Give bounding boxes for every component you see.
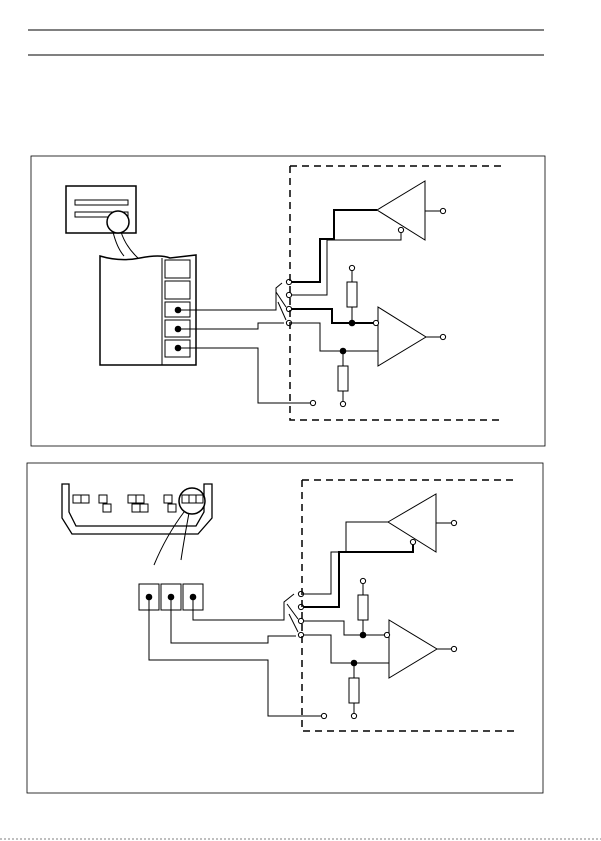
figure-2-resistor-bottom [349, 660, 359, 719]
plug-icon [66, 186, 138, 258]
figure-2 [27, 463, 543, 793]
figure-2-resistor-top [358, 578, 368, 638]
figure-1-resistor-bottom [338, 348, 348, 407]
figure-1-wiring [181, 279, 316, 405]
figure-2-amplifier-lower [304, 620, 457, 678]
figure-1-resistor-top [347, 265, 357, 326]
figure-1-amplifier-lower [292, 307, 446, 366]
figure-1-amplifier-upper [292, 181, 446, 295]
figure-2-amplifier-upper [304, 494, 457, 607]
socket-icon [62, 484, 212, 565]
figure-1 [31, 156, 545, 446]
